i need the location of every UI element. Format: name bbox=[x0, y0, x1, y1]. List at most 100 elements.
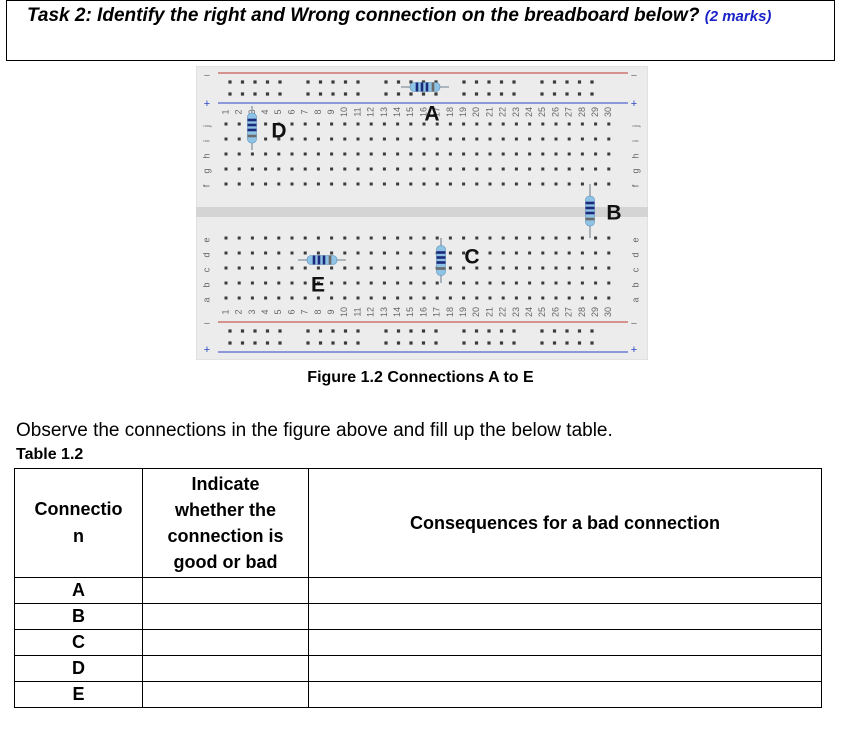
row-letter: f bbox=[201, 184, 211, 187]
terminal-hole bbox=[330, 137, 334, 141]
row-letter: b bbox=[630, 282, 640, 287]
terminal-hole bbox=[277, 236, 281, 240]
row-status-cell[interactable] bbox=[142, 655, 309, 682]
row-consequence-cell[interactable] bbox=[308, 603, 822, 630]
terminal-hole bbox=[488, 122, 492, 126]
rail-sign-minus: − bbox=[204, 70, 210, 82]
rail-hole bbox=[318, 329, 323, 333]
rail-hole bbox=[462, 92, 466, 96]
rail-hole bbox=[577, 80, 582, 84]
column-number: 28 bbox=[577, 307, 587, 317]
terminal-hole bbox=[409, 266, 413, 270]
terminal-hole bbox=[409, 152, 413, 156]
terminal-hole bbox=[501, 167, 505, 171]
table-row: E bbox=[14, 681, 822, 708]
row-status-cell[interactable] bbox=[142, 603, 309, 630]
terminal-hole bbox=[382, 236, 386, 240]
terminal-hole bbox=[409, 182, 413, 186]
column-number: 15 bbox=[405, 107, 415, 117]
terminal-hole bbox=[607, 281, 611, 285]
terminal-hole bbox=[528, 281, 532, 285]
terminal-hole bbox=[501, 152, 505, 156]
terminal-hole bbox=[488, 167, 492, 171]
terminal-hole bbox=[356, 296, 360, 300]
terminal-hole bbox=[435, 137, 439, 141]
terminal-hole bbox=[382, 122, 386, 126]
terminal-hole bbox=[382, 137, 386, 141]
terminal-hole bbox=[607, 296, 611, 300]
rail-hole bbox=[240, 329, 245, 333]
terminal-hole bbox=[448, 236, 452, 240]
terminal-hole bbox=[264, 167, 268, 171]
terminal-hole bbox=[250, 236, 254, 240]
column-number: 16 bbox=[418, 307, 428, 317]
terminal-hole bbox=[277, 296, 281, 300]
column-number: 3 bbox=[247, 309, 257, 314]
terminal-hole bbox=[316, 266, 320, 270]
rail-hole bbox=[409, 80, 413, 84]
terminal-hole bbox=[369, 182, 373, 186]
rail-hole bbox=[577, 92, 582, 96]
terminal-hole bbox=[554, 167, 558, 171]
row-status-cell[interactable] bbox=[142, 577, 309, 604]
column-number: 15 bbox=[405, 307, 415, 317]
terminal-hole bbox=[343, 281, 347, 285]
table-row: D bbox=[14, 655, 822, 682]
terminal-hole bbox=[501, 137, 505, 141]
terminal-hole bbox=[343, 152, 347, 156]
terminal-hole bbox=[264, 266, 268, 270]
terminal-hole bbox=[554, 296, 558, 300]
row-letter: i bbox=[630, 140, 640, 142]
row-consequence-cell[interactable] bbox=[308, 681, 822, 708]
rail-hole bbox=[306, 92, 310, 96]
terminal-hole bbox=[356, 281, 360, 285]
terminal-hole bbox=[501, 281, 505, 285]
terminal-hole bbox=[277, 182, 281, 186]
terminal-hole bbox=[475, 122, 479, 126]
column-number: 23 bbox=[511, 307, 521, 317]
terminal-hole bbox=[369, 167, 373, 171]
row-letter: c bbox=[630, 267, 640, 272]
terminal-hole bbox=[448, 137, 452, 141]
terminal-hole bbox=[554, 182, 558, 186]
connections-table: Connectio n Indicate whether the connect… bbox=[14, 468, 822, 708]
terminal-hole bbox=[237, 167, 241, 171]
terminal-hole bbox=[237, 251, 241, 255]
row-consequence-cell[interactable] bbox=[308, 655, 822, 682]
terminal-hole bbox=[488, 137, 492, 141]
terminal-hole bbox=[237, 182, 241, 186]
terminal-hole bbox=[422, 137, 426, 141]
terminal-hole bbox=[607, 266, 611, 270]
terminal-hole bbox=[237, 122, 241, 126]
row-consequence-cell[interactable] bbox=[308, 629, 822, 656]
row-consequence-cell[interactable] bbox=[308, 577, 822, 604]
terminal-hole bbox=[382, 167, 386, 171]
terminal-hole bbox=[580, 182, 584, 186]
terminal-hole bbox=[462, 152, 466, 156]
row-connection-label: C bbox=[14, 629, 143, 656]
terminal-hole bbox=[514, 152, 518, 156]
terminal-hole bbox=[554, 251, 558, 255]
terminal-hole bbox=[528, 137, 532, 141]
column-number: 12 bbox=[366, 307, 376, 317]
row-status-cell[interactable] bbox=[142, 681, 309, 708]
row-status-cell[interactable] bbox=[142, 629, 309, 656]
rail-hole bbox=[331, 329, 335, 333]
terminal-hole bbox=[448, 266, 452, 270]
terminal-hole bbox=[224, 182, 228, 186]
rail-hole bbox=[306, 80, 310, 84]
table-row: A bbox=[14, 577, 822, 604]
row-letter: g bbox=[201, 168, 211, 173]
terminal-hole bbox=[356, 137, 360, 141]
terminal-hole bbox=[343, 296, 347, 300]
terminal-hole bbox=[343, 251, 347, 255]
column-number: 25 bbox=[537, 307, 547, 317]
terminal-hole bbox=[488, 152, 492, 156]
terminal-hole bbox=[396, 251, 400, 255]
terminal-hole bbox=[343, 266, 347, 270]
row-letter: a bbox=[630, 297, 640, 302]
terminal-hole bbox=[264, 152, 268, 156]
terminal-hole bbox=[224, 122, 228, 126]
terminal-hole bbox=[409, 296, 413, 300]
terminal-hole bbox=[316, 152, 320, 156]
